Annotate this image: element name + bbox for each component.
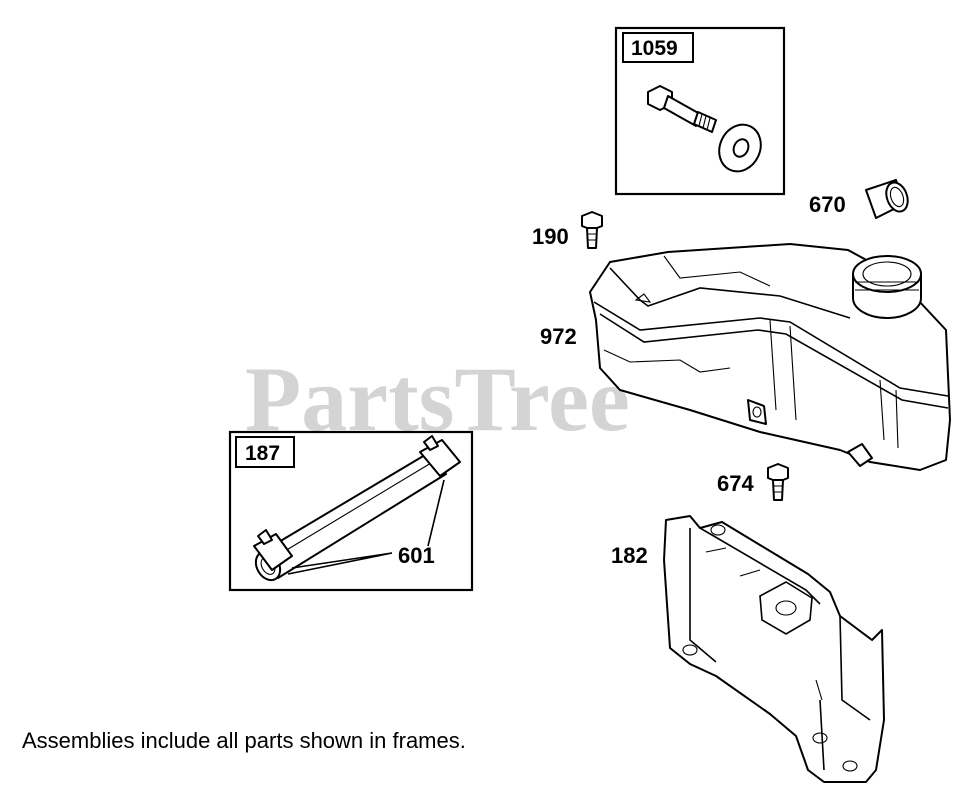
screw-190-part[interactable] (581, 211, 603, 249)
leader-601-lower (287, 552, 393, 575)
hose-clamp-lower[interactable] (253, 529, 293, 571)
watermark-text: PartsTree (245, 348, 630, 450)
shoulder-bolt-part[interactable] (647, 85, 717, 133)
frame-187: 187 601 (228, 430, 474, 592)
assembly-note: Assemblies include all parts shown in fr… (22, 728, 466, 753)
bushing-part[interactable] (865, 179, 912, 219)
bracket-182-part[interactable] (663, 515, 885, 783)
fuel-tank-part[interactable] (589, 243, 951, 471)
washer-part[interactable] (712, 118, 769, 178)
callout-601: 601 (398, 543, 435, 568)
frame-label-187: 187 (245, 442, 280, 465)
callout-182: 182 (611, 543, 648, 568)
frame-label-1059: 1059 (631, 37, 678, 60)
callout-670: 670 (809, 192, 846, 217)
callout-972: 972 (540, 324, 577, 349)
leader-601-upper (427, 479, 445, 547)
hose-clamp-upper[interactable] (419, 435, 461, 477)
bolt-674-part[interactable] (767, 463, 789, 501)
callout-190: 190 (532, 224, 569, 249)
frame-1059: 1059 (614, 26, 786, 196)
callout-674: 674 (717, 471, 754, 496)
